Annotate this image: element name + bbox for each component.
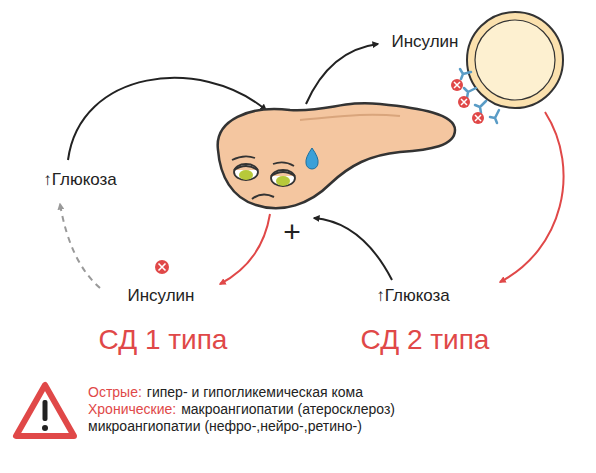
absent-mark <box>155 260 169 274</box>
dashed-arrow <box>60 204 100 288</box>
cycle-arrow <box>314 218 392 280</box>
cycle-arrow <box>500 112 564 282</box>
note-heading: Хронические: <box>88 401 176 417</box>
warning-sign <box>16 385 74 436</box>
note-text: гипер- и гипогликемическая кома <box>147 384 363 400</box>
pancreas-illustration <box>218 103 455 208</box>
glucose-label: ↑Глюкоза <box>376 286 450 306</box>
cycle-arrow <box>220 214 270 284</box>
insulin-label: Инсулин <box>127 286 194 306</box>
note-heading: Острые: <box>88 384 142 400</box>
note-text: микроангиопатии (нефро-,нейро-,ретино-) <box>88 418 362 434</box>
type-title: СД 2 типа <box>361 324 490 356</box>
insulin-label: Инсулин <box>391 32 458 52</box>
cell-illustration <box>451 12 563 124</box>
cycle-arrow <box>306 44 378 104</box>
type-title: СД 1 типа <box>99 324 228 356</box>
plus-sign: + <box>283 215 301 250</box>
note-text: макроангиопатии (атеросклероз) <box>181 401 395 417</box>
glucose-label: ↑Глюкоза <box>43 170 117 190</box>
